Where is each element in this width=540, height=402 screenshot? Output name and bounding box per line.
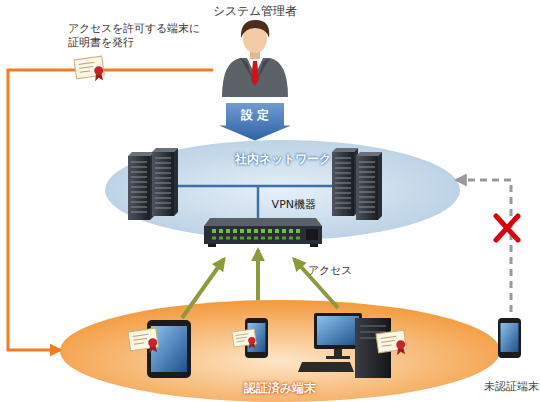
server-rack-right xyxy=(332,148,358,216)
phone-device xyxy=(248,323,266,352)
deny-cross xyxy=(496,216,518,240)
desktop-pc xyxy=(314,313,362,349)
edge-label: 設 定 xyxy=(241,107,269,124)
actor-node: システム管理者 xyxy=(213,0,297,100)
vpn-appliance xyxy=(204,218,322,226)
desktop-pc xyxy=(334,349,342,357)
admin-person xyxy=(251,61,259,86)
certificate-icon xyxy=(74,56,105,84)
access-arrow-extra xyxy=(294,259,338,308)
device-label: VPN機器 xyxy=(272,197,316,212)
vpn-appliance xyxy=(204,218,322,247)
unauthorized-phone xyxy=(501,323,519,352)
desktop-pc xyxy=(326,356,350,359)
group-label: 認証済み端末 xyxy=(60,380,500,397)
admin-person xyxy=(241,20,269,38)
desktop-pc xyxy=(317,316,359,345)
tablet-device xyxy=(151,326,187,372)
zone-ellipse xyxy=(105,140,460,240)
access-arrow xyxy=(256,250,260,300)
desktop-pc xyxy=(298,313,391,378)
network-zone: VPN機器 社内ネットワーク xyxy=(105,140,460,240)
edge-label: アクセス xyxy=(308,263,352,278)
admin-person xyxy=(222,20,288,97)
network-wire xyxy=(178,186,332,218)
vpn-appliance xyxy=(208,244,216,247)
actor-label: システム管理者 xyxy=(183,3,327,20)
vpn-appliance xyxy=(212,237,302,240)
certificate-flow xyxy=(8,70,213,350)
edge-label: アクセスを許可する端末に 証明書を発行 xyxy=(68,22,204,50)
vpn-appliance xyxy=(310,244,318,247)
vpn-appliance xyxy=(204,226,322,244)
vpn-appliance xyxy=(306,229,318,240)
tablet-device xyxy=(147,320,191,378)
server-rack-left xyxy=(128,152,154,220)
denied-access xyxy=(456,180,511,312)
deny-cross xyxy=(496,216,518,240)
device-label: 未認証端末 xyxy=(472,379,540,394)
admin-person xyxy=(243,25,267,53)
desktop-pc xyxy=(355,318,391,378)
tablet-device xyxy=(147,320,191,378)
zone-ellipse xyxy=(60,300,500,402)
access-arrow-extra xyxy=(182,259,224,318)
admin-person xyxy=(222,58,288,97)
certificate-icon xyxy=(128,328,159,356)
access-arrow-extra xyxy=(182,259,338,318)
server-rack-right xyxy=(332,148,382,220)
phone-device xyxy=(245,318,268,358)
phone-device xyxy=(245,318,268,358)
network-wire xyxy=(178,186,332,218)
admin-person xyxy=(240,58,270,78)
server-rack-left xyxy=(152,148,178,216)
device-group: 認証済み端末 xyxy=(60,300,500,402)
unauthorized-phone xyxy=(498,318,521,358)
vpn-device: VPN機器 xyxy=(200,196,316,250)
unauthorized-device: 未認証端末 xyxy=(482,312,540,396)
certificate-icon xyxy=(376,330,407,358)
server-rack-left xyxy=(128,148,178,220)
setting-arrow xyxy=(219,103,291,141)
admin-person xyxy=(250,50,260,59)
unauthorized-phone xyxy=(498,318,521,358)
certificate-icon xyxy=(232,329,257,351)
desktop-pc xyxy=(360,326,386,338)
server-rack-right xyxy=(356,152,382,220)
admin-person xyxy=(247,58,263,75)
desktop-pc xyxy=(298,362,354,372)
vpn-appliance xyxy=(212,229,302,233)
zone-label: 社内ネットワーク xyxy=(105,151,460,168)
